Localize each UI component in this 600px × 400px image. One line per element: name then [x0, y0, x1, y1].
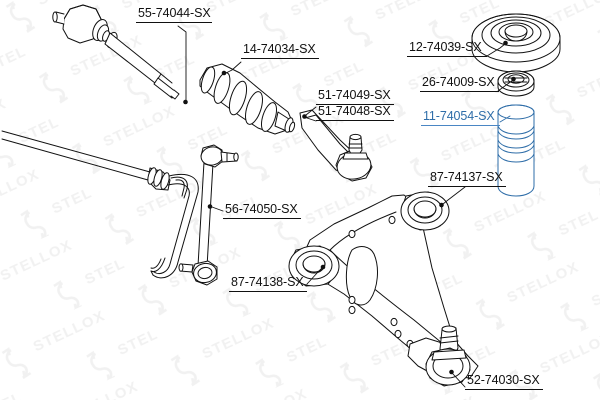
part-lower-control-arm — [288, 191, 479, 379]
part-label-52-74030-SX[interactable]: 52-74030-SX — [467, 373, 540, 387]
part-label-underline-highlighted — [421, 125, 500, 126]
part-label-underline — [223, 218, 301, 219]
part-label-14-74034-SX[interactable]: 14-74034-SX — [243, 42, 316, 56]
part-label-underline — [241, 58, 319, 59]
part-tie-rod-end — [299, 109, 373, 182]
part-label-underline — [428, 186, 506, 187]
part-label-underline — [229, 291, 307, 292]
part-inner-tie-rod — [52, 4, 180, 100]
part-label-11-74054-SX[interactable]: 11-74054-SX — [423, 109, 495, 123]
part-label-underline — [407, 56, 487, 57]
part-label-underline — [465, 389, 543, 390]
leader-line-dust-boot — [499, 115, 511, 123]
part-label-51-74049-SX[interactable]: 51-74049-SX — [318, 88, 391, 102]
part-label-55-74044-SX[interactable]: 55-74044-SX — [138, 6, 211, 20]
part-label-51-74048-SX[interactable]: 51-74048-SX — [318, 104, 391, 118]
part-label-26-74009-SX[interactable]: 26-74009-SX — [422, 75, 495, 89]
part-label-underline — [136, 22, 212, 23]
part-label-87-74137-SX[interactable]: 87-74137-SX — [430, 170, 503, 184]
part-label-56-74050-SX[interactable]: 56-74050-SX — [225, 202, 298, 216]
part-stabilizer-bar — [1, 130, 199, 279]
leader-lines — [177, 25, 514, 388]
part-stabilizer-link — [178, 144, 239, 286]
part-rack-boot — [199, 63, 296, 135]
part-dust-boot — [497, 104, 535, 197]
part-label-12-74039-SX[interactable]: 12-74039-SX — [409, 40, 482, 54]
leader-dots — [183, 40, 516, 375]
part-strut-mount — [471, 13, 561, 73]
part-ball-joint — [425, 325, 471, 387]
part-label-underline — [316, 120, 394, 121]
part-label-underline — [316, 104, 394, 105]
part-label-underline — [420, 91, 499, 92]
part-label-87-74138-SX[interactable]: 87-74138-SX — [231, 275, 304, 289]
